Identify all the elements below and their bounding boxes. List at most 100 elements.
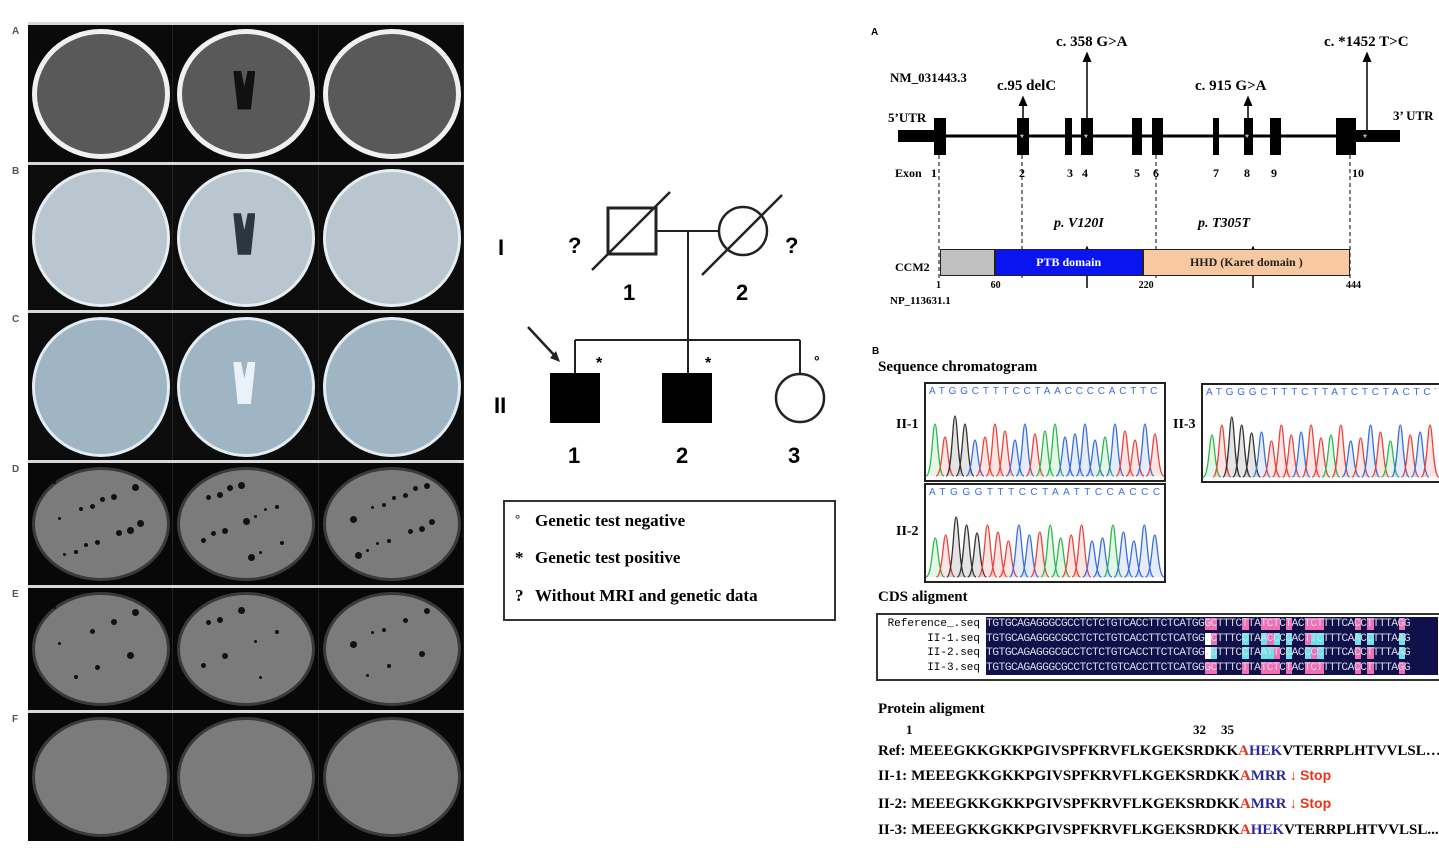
alignment-row: TGTGCAGAGGGCGCCTCTCTGTCACCTTCTCATGG.CTTT… <box>986 632 1438 647</box>
protein-alignment-row: II-3:MEEEGKKGKKPGIVSPFKRVFLKGEKSRDKKAHEK… <box>878 822 1439 839</box>
exon-number: 7 <box>1213 166 1219 180</box>
deceased-slash <box>701 194 783 276</box>
lesion-spot <box>63 553 66 556</box>
mri-slice-image <box>28 463 174 585</box>
individual-number: 1 <box>568 443 581 468</box>
protein-domain: HHD (Karet domain ) <box>1142 249 1350 276</box>
alignment-highlight: TGTGCAGAGGGCGCCTCTCTGTCACCTTCTCATGG.GTTT… <box>986 646 1411 661</box>
alignment-seq-name: II-3.seq <box>927 661 980 674</box>
lesion-spot <box>386 539 391 543</box>
alignment-row: TGTGCAGAGGGCGCCTCTCTGTCACCTTCTCATGGGCTTT… <box>986 617 1438 632</box>
variant-label: c. 915 G>A <box>1195 78 1267 94</box>
alignment-cell-bg: C <box>1311 661 1318 674</box>
mri-slice-image <box>28 313 174 461</box>
alignment-cell-bg: C <box>1304 647 1311 659</box>
trace-peak <box>1420 424 1439 478</box>
residue-a: A <box>1238 743 1249 759</box>
panel-letter: A <box>871 27 879 38</box>
row-label: II-3: <box>878 822 908 838</box>
lesion-spot <box>418 651 425 657</box>
exon-number: 3 <box>1067 166 1073 180</box>
exon-number: 8 <box>1244 166 1250 180</box>
protein-variant-label: p. T305T <box>1198 216 1251 231</box>
sequence-prefix: MEEEGKKGKKPGIVSPFKRVFLKGEKSRDKK <box>911 768 1240 784</box>
mri-slice-image <box>28 25 174 163</box>
proband-arrowhead-icon <box>550 351 560 362</box>
legend-mark: ? <box>515 586 524 605</box>
lesion-spot <box>95 540 100 545</box>
ventricle <box>233 213 256 255</box>
generation-label: II <box>494 393 507 418</box>
pedigree-male-affected <box>662 373 712 423</box>
brain-slice <box>32 317 170 457</box>
position-label: 35 <box>1221 722 1234 737</box>
mri-slice-image <box>319 463 464 585</box>
alignment-cell-bg: T <box>1273 661 1280 674</box>
mri-row <box>28 162 464 311</box>
alignment-cell-bg: T <box>1242 661 1249 674</box>
alignment-cell-bg: T <box>1367 618 1374 630</box>
exon-number: 1 <box>931 166 937 180</box>
lesion-spot <box>254 515 258 518</box>
lesion-spot <box>206 620 212 625</box>
lesion-spot <box>58 517 61 520</box>
brain-slice <box>177 592 316 706</box>
alignment-cell-bg: T <box>1286 661 1293 674</box>
alignment-cell-bg: C <box>1311 647 1318 659</box>
exon-box <box>1244 118 1253 155</box>
chromatogram-trace: ATGGGTTTCCTAATTCCACCCC <box>924 483 1166 583</box>
mri-slice-image <box>28 165 174 311</box>
mri-slice-image <box>28 713 174 841</box>
lesion-spot <box>211 531 217 536</box>
mri-slice-image <box>28 588 174 710</box>
lesion-spot <box>201 663 207 668</box>
alignment-highlight: TGTGCAGAGGGCGCCTCTCTGTCACCTTCTCATGGGCTTT… <box>986 661 1411 676</box>
status-mark: ° <box>814 353 820 369</box>
lesion-spot <box>402 618 408 623</box>
panel-letter: A <box>12 26 20 37</box>
status-mark: * <box>705 355 712 372</box>
alignment-cell-bg: C <box>1354 661 1361 674</box>
cds-alignment-table: Reference_.seq II-1.seq II-2.seq II-3.se… <box>876 613 1439 681</box>
lesion-spot <box>259 676 263 679</box>
lesion-spot <box>243 518 251 525</box>
alignment-cell-bg: . <box>1204 647 1211 659</box>
exon-number: 10 <box>1352 166 1364 180</box>
mri-slice-image <box>319 313 464 461</box>
alignment-cell-bg: T <box>1304 661 1311 674</box>
alignment-seq-name: II-2.seq <box>927 647 980 659</box>
mutated-residues: HEK <box>1250 822 1285 838</box>
pedigree-female-deceased <box>717 205 769 257</box>
alignment-seq-name: Reference_.seq <box>887 618 980 630</box>
variant-label: c.95 delC <box>997 78 1057 94</box>
base-calls: ATGGGCTTTCTTATCTCTACTCT <box>1206 387 1436 398</box>
legend-text: Genetic test positive <box>535 548 681 567</box>
legend-mark: ° <box>515 511 521 526</box>
deceased-slash <box>591 191 671 271</box>
lesion-spot <box>423 483 430 489</box>
stop-label: Stop <box>1300 795 1332 811</box>
row-label: II-2: <box>878 796 908 812</box>
pedigree-chart: I II ? ? 1 2 * * ° 1 2 3 <box>480 150 850 490</box>
alignment-cell-bg: G <box>1211 647 1218 659</box>
lesion-spot <box>280 541 285 545</box>
base-calls: ATGGCTTTCCTAACCCCACTTCT <box>929 386 1161 397</box>
alignment-cell-bg: C <box>1317 647 1324 659</box>
lesion-spot <box>238 482 246 489</box>
lesion-spot <box>127 652 134 659</box>
exon-number: 9 <box>1271 166 1277 180</box>
legend-text: Genetic test negative <box>535 511 686 530</box>
protein-alignment-row: Ref:MEEEGKKGKKPGIVSPFKRVFLKGEKSRDKKAHEKV… <box>878 743 1439 760</box>
alignment-cell-bg: T <box>1261 618 1268 630</box>
mri-row <box>28 22 464 163</box>
lesion-spot <box>365 549 369 552</box>
mri-row <box>28 460 464 585</box>
protein-accession: NP_113631.1 <box>890 295 951 307</box>
alignment-cell-bg: A <box>1398 632 1405 645</box>
alignment-cell-bg: C <box>1367 632 1374 645</box>
alignment-cell-bg: A <box>1354 632 1361 645</box>
domain-label: PTB domain <box>1036 255 1102 269</box>
protein-domain: PTB domain <box>994 249 1143 276</box>
mri-slice-image <box>319 25 464 163</box>
